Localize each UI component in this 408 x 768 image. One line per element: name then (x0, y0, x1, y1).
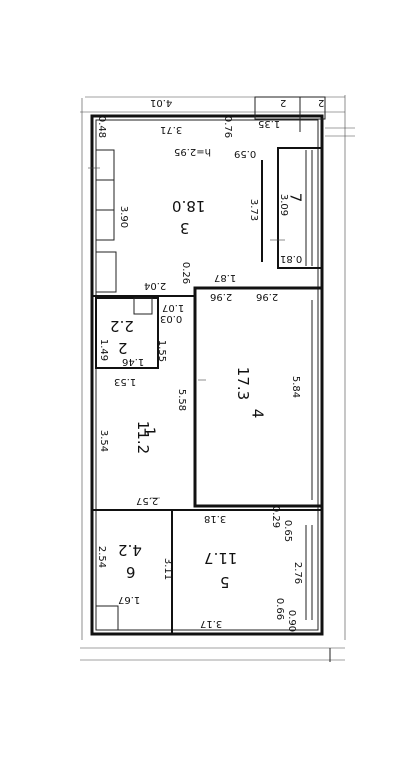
dim-label: 1.53 (114, 376, 137, 387)
dim-label: 2.04 (144, 280, 167, 291)
dim-label: 0.81 (280, 253, 303, 264)
dim-label: 3.11 (162, 557, 174, 581)
cabinet-lower (95, 251, 117, 293)
dim-label: 3.54 (98, 429, 110, 453)
ceiling-height: h=2.95 (174, 146, 211, 157)
dim-label: 5.84 (290, 375, 302, 399)
dim-label: 0.03 (160, 313, 183, 324)
room-2-walls (95, 297, 159, 369)
dim-label: 2 (280, 97, 287, 108)
dim-label: 5.58 (176, 388, 188, 412)
dim-label: 0.65 (282, 519, 294, 543)
dim-label: 4.01 (150, 97, 173, 108)
room-1-number: 1 (140, 426, 159, 437)
room-7-number: 7 (286, 192, 305, 203)
dim-label: 3.90 (118, 205, 130, 229)
cabinet (95, 149, 115, 241)
dim-label: 1.46 (122, 356, 145, 367)
room-3-area: 18.0 (172, 197, 206, 215)
dim-label: 1.49 (98, 338, 110, 362)
dim-label: 0.29 (270, 505, 282, 529)
room-6-area: 4.2 (118, 541, 142, 559)
dim-label: 3.17 (200, 618, 223, 629)
dim-label: 3.71 (160, 124, 183, 135)
dim-label: 3.18 (204, 513, 227, 524)
dim-label: 1.55 (156, 339, 168, 363)
room-2-number: 2 (118, 339, 128, 357)
dim-label: 1.87 (214, 272, 237, 283)
dim-label: 0.59 (234, 148, 257, 159)
dim-label: 0.48 (96, 115, 108, 139)
dim-label: 2.57 (136, 495, 159, 506)
balcony-room-7 (277, 147, 323, 269)
top-bump (254, 96, 326, 120)
dim-label: 0.26 (180, 261, 192, 285)
fixture (133, 297, 153, 315)
room-4-area: 17.3 (234, 366, 253, 401)
dim-label: 0.90 (286, 609, 298, 633)
dim-label: 2.96 (256, 291, 279, 302)
dim-label: 1.35 (258, 118, 281, 129)
room-5-area: 11.7 (204, 549, 238, 567)
room-5-number: 5 (220, 573, 230, 591)
dim-label: 1.67 (118, 594, 141, 605)
dim-label: 2.96 (210, 291, 233, 302)
dim-label: 3.73 (248, 198, 260, 222)
room-2-area: 2.2 (110, 317, 134, 335)
room-6-number: 6 (126, 563, 136, 581)
dim-label: 2.54 (96, 545, 108, 569)
room-4-number: 4 (248, 408, 267, 419)
room6-fixture (95, 605, 119, 631)
dim-label: 0.76 (222, 115, 234, 139)
dim-label: 2 (318, 97, 325, 108)
dim-label: 1.07 (162, 302, 185, 313)
inner-wall-line (95, 119, 319, 631)
room-3-number: 3 (180, 219, 190, 237)
dim-label: 0.66 (274, 597, 286, 621)
room-4-walls (193, 286, 324, 508)
dim-label: 2.76 (292, 561, 304, 585)
